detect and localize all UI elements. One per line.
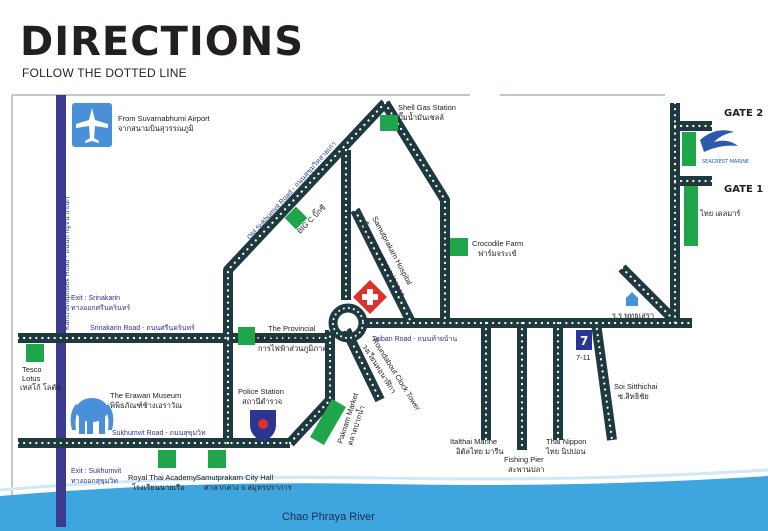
crocodile-marker [450,238,468,256]
tesco-marker [26,344,44,362]
label-thai-dermar: ไทย เดลมาร์ [699,209,740,218]
roundabout-dots [332,307,364,339]
label-police: Police Station [238,387,284,396]
exit-sukhumvit: Exit : Sukhumvit [71,468,121,475]
river-label: Chao Phraya River [282,511,375,523]
label-shell-th: ปั๊มน้ำมันเชลล์ [398,112,444,122]
seacrest-marker [682,132,696,166]
label-tesco-th: เทสโก้ โลตัส [20,383,61,392]
label-italthai-th: อิตัลไทย มารีน [456,447,504,456]
label-temple: ร.ร พุทธเสรา [612,311,654,320]
label-pea-1: The Provincial [268,324,316,333]
landmarks [26,115,698,468]
label-city-hall-th: ศาลากลาง จ.สมุทรปราการ [204,483,292,492]
label-thai-nippon: Thai Nippon [546,437,586,446]
road-label-taiban: Taiban Road - ถนนท้ายบ้าน [372,335,457,343]
highway-kanchanaphisek [56,95,66,527]
royal-thai-marker [158,450,176,468]
label-city-hall: Samutprakarn City Hall [196,473,273,482]
exit-srinakarin-th: ทางออกศรีนครินทร์ [71,304,130,312]
label-erawan-th: พิพิธภัณฑ์ช้างเอราวัณ [110,401,182,410]
label-royal-thai-th: โรงเรียนนายเรือ [132,483,185,492]
seacrest-logo-icon [700,130,738,152]
exit-srinakarin: Exit : Srinakarin [71,295,120,302]
pakname-marker [310,398,346,446]
road-crocodile-loop [380,100,450,320]
shell-marker [380,115,398,131]
label-royal-thai: Royal Thai Academy [128,473,197,482]
label-pea-2: Electricity Authority [258,334,322,343]
label-crocodile-th: ฟาร์มจระเข้ [478,249,517,258]
label-seven: 7-11 [576,353,590,362]
river-bank [0,468,768,492]
label-thai-nippon-th: ไทย นิปปอน [545,447,585,456]
gate1-label: GATE 1 [724,184,763,195]
city-hall-marker [208,450,226,468]
label-italthai: Italthai Marine [450,437,497,446]
gate2-label: GATE 2 [724,108,763,119]
thai-dermar-marker [684,186,698,246]
house-icon [626,292,638,306]
exit-sukhumvit-th: ทางออกสุขุมวิท [71,477,118,485]
elephant-icon [70,398,114,434]
page-subtitle: FOLLOW THE DOTTED LINE [22,66,187,80]
label-soi: Soi Sitthichai [614,382,658,391]
label-erawan: The Erawan Museum [110,391,181,400]
label-airport-th: จากสนามบินสุวรรณภูมิ [118,124,194,133]
label-fishing-th: สะพานปลา [508,465,544,474]
svg-text:7: 7 [580,334,588,348]
road-dots [16,101,714,452]
label-fishing: Fishing Pier [504,455,544,464]
label-shell: Shell Gas Station [398,103,456,112]
road-label-kanchanaphisek: Kanchanaphisek Road - ถนนกาญจนาภิเษก [63,197,71,330]
label-police-th: สถานีตำรวจ [242,397,282,406]
page-title: DIRECTIONS [20,19,305,65]
label-soi-th: ซ.สิทธิชัย [618,392,649,401]
road-label-srinakarin: Srinakarin Road - ถนนศรีนครินทร์ [90,324,195,332]
pea-marker [238,327,255,345]
label-airport: From Suvarnabhumi Airport [118,114,211,123]
road-sukhumvit-bend [286,330,335,447]
label-crocodile: Crocodile Farm [472,239,523,248]
label-tesco: Tesco [22,365,42,374]
label-seacrest: SEACREST MARINE [702,159,749,165]
road-old-sukhumvit [223,99,389,443]
road-label-old-sukhumvit: Old Sukhumvit Road - ถนนสุขุมวิทสายเก่า [246,140,339,241]
label-tesco-2: Lotus [22,374,41,383]
label-pea-th: การไฟฟ้าส่วนภูมิภาค [258,344,327,353]
seven-eleven-icon [576,330,592,350]
river [0,476,768,531]
road-label-sukhumvit: Sukhumvit Road - ถนนสุขุมวิท [112,429,206,437]
